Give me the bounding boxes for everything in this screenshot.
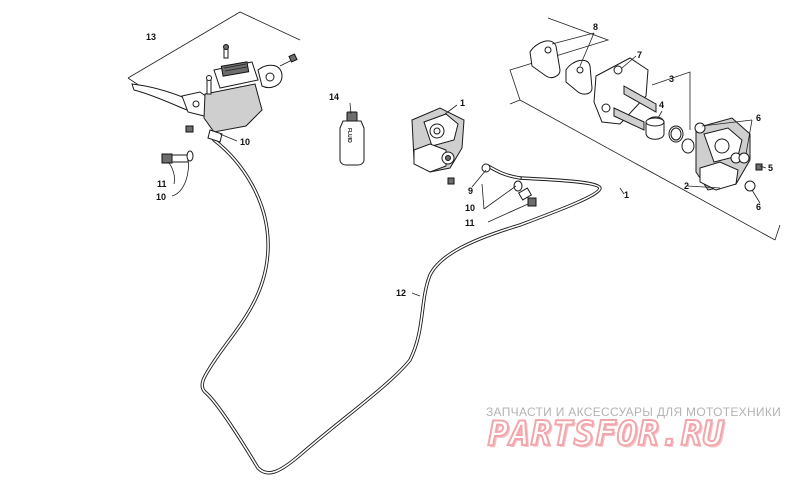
callout-11-caliper: 11: [465, 218, 475, 228]
callout-10-master: 10: [240, 137, 250, 147]
callout-12: 12: [396, 288, 406, 298]
callout-5: 5: [768, 163, 773, 173]
callout-7: 7: [637, 50, 642, 60]
master-cylinder-assembly: [127, 11, 301, 143]
callout-6-upper: 6: [756, 113, 761, 123]
callout-4: 4: [659, 100, 664, 110]
callout-1-caliper: 1: [460, 98, 465, 108]
caliper-exploded: [509, 17, 781, 241]
bottle-label: FLUID: [346, 128, 352, 143]
watermark-logo: PARTSFOR.RU: [487, 413, 725, 455]
callout-10-caliper: 10: [465, 203, 475, 213]
callout-labels: 13 14 1 10 11 10 9 10 11 12 8 7 3 4 6 5 …: [146, 22, 773, 298]
brake-hose: [200, 138, 602, 475]
brake-fluid-bottle: FLUID: [339, 111, 365, 166]
callout-3: 3: [669, 74, 674, 84]
leader-lines: [167, 32, 767, 297]
callout-9: 9: [468, 186, 473, 196]
watermark-tagline: ЗАПЧАСТИ И АКСЕССУАРЫ ДЛЯ МОТОТЕХНИКИ: [486, 405, 782, 419]
callout-6-lower: 6: [756, 202, 761, 212]
callout-14: 14: [329, 92, 339, 102]
reservoir-body: [203, 83, 263, 133]
callout-1-exploded: 1: [624, 190, 629, 200]
callout-8: 8: [593, 22, 598, 32]
caliper-assembled: [411, 107, 537, 207]
callout-13: 13: [146, 32, 156, 42]
callout-2: 2: [684, 181, 689, 191]
callout-10-master-lower: 10: [156, 192, 166, 202]
callout-11-master: 11: [157, 179, 167, 189]
master-banjo-bolt: [161, 150, 194, 164]
